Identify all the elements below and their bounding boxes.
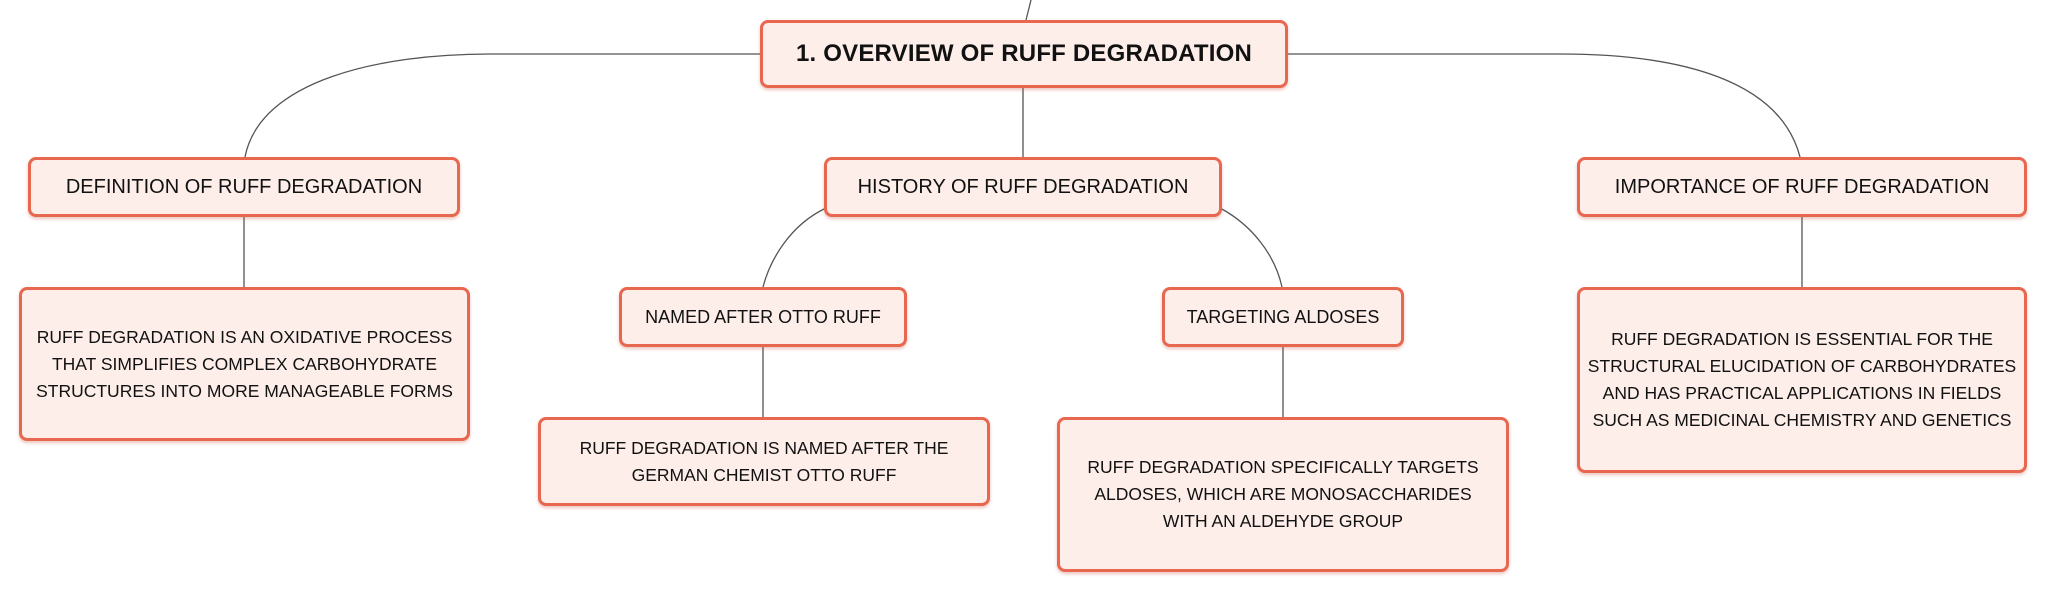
connector-root-definition: [244, 53, 760, 158]
sub-node-named-after-otto-ruff[interactable]: NAMED AFTER OTTO RUFF: [619, 287, 907, 347]
sub-node-label: NAMED AFTER OTTO RUFF: [645, 306, 881, 327]
detail-text: RUFF DEGRADATION IS AN OXIDATIVE PROCESS…: [36, 326, 453, 401]
branch-label: DEFINITION OF RUFF DEGRADATION: [65, 175, 423, 198]
detail-node-importance[interactable]: RUFF DEGRADATION IS ESSENTIAL FOR THE ST…: [1577, 287, 2027, 473]
detail-text: RUFF DEGRADATION IS NAMED AFTER THE GERM…: [579, 437, 949, 485]
connector-history-named: [762, 207, 827, 288]
sub-node-label: TARGETING ALDOSES: [1186, 306, 1380, 327]
root-node-label: 1. OVERVIEW OF RUFF DEGRADATION: [795, 40, 1252, 67]
root-node[interactable]: 1. OVERVIEW OF RUFF DEGRADATION: [760, 20, 1288, 88]
sub-node-targeting-aldoses[interactable]: TARGETING ALDOSES: [1162, 287, 1404, 347]
detail-node-targeting-aldoses[interactable]: RUFF DEGRADATION SPECIFICALLY TARGETS AL…: [1057, 417, 1509, 572]
detail-text: RUFF DEGRADATION SPECIFICALLY TARGETS AL…: [1087, 457, 1479, 531]
branch-node-importance[interactable]: IMPORTANCE OF RUFF DEGRADATION: [1577, 157, 2027, 217]
branch-label: IMPORTANCE OF RUFF DEGRADATION: [1614, 175, 1990, 198]
detail-text: RUFF DEGRADATION IS ESSENTIAL FOR THE ST…: [1587, 329, 2017, 430]
branch-label: HISTORY OF RUFF DEGRADATION: [857, 175, 1189, 198]
connector-history-targeting: [1219, 207, 1283, 288]
connector-root-parent: [1025, 0, 1032, 21]
branch-node-history[interactable]: HISTORY OF RUFF DEGRADATION: [824, 157, 1222, 217]
detail-node-definition[interactable]: RUFF DEGRADATION IS AN OXIDATIVE PROCESS…: [19, 287, 470, 441]
connector-root-importance: [1288, 53, 1801, 158]
branch-node-definition[interactable]: DEFINITION OF RUFF DEGRADATION: [28, 157, 460, 217]
detail-node-named-after[interactable]: RUFF DEGRADATION IS NAMED AFTER THE GERM…: [538, 417, 990, 506]
